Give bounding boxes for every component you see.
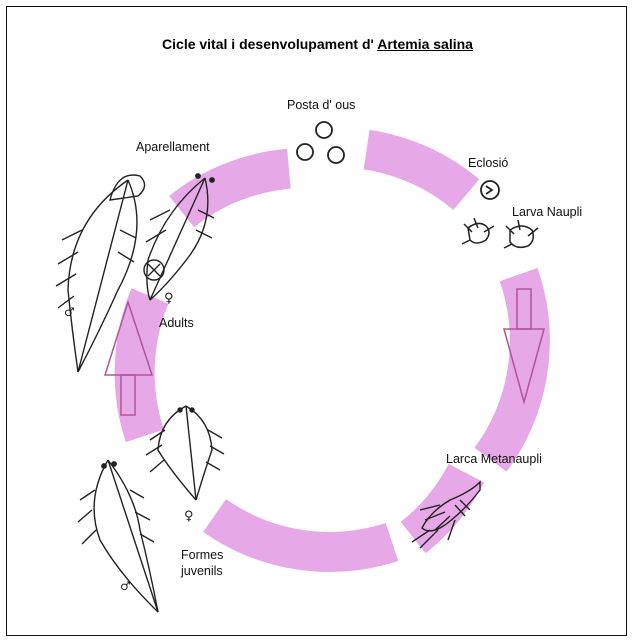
ring-segment-top-right xyxy=(367,150,467,195)
male-symbol-juvenile: ♂ xyxy=(120,579,131,593)
label-metanauplius: Larca Metanaupli xyxy=(446,452,542,466)
juvenile-artemia-icon xyxy=(78,406,224,612)
ring-segment-bottom xyxy=(215,516,392,552)
label-mating: Aparellament xyxy=(136,140,210,154)
hatching-egg-icon xyxy=(481,181,499,199)
label-juvenile-line2: juvenils xyxy=(181,564,223,578)
label-egg-laying: Posta d' ous xyxy=(287,98,355,112)
ring-segment-right xyxy=(491,275,530,460)
female-symbol-juvenile: ♀ xyxy=(184,509,194,524)
eggs-icon xyxy=(297,122,344,163)
label-hatching: Eclosió xyxy=(468,156,508,170)
cycle-ring xyxy=(135,150,530,552)
male-symbol-adults: ♂ xyxy=(64,305,75,319)
label-adults: Adults xyxy=(159,316,194,330)
label-juvenile-line1: Formes xyxy=(181,548,223,562)
nauplius-larvae-icon xyxy=(462,218,538,248)
ring-segment-left xyxy=(135,296,150,436)
label-nauplius: Larva Naupli xyxy=(512,205,582,219)
female-symbol-adults: ♀ xyxy=(164,291,174,306)
